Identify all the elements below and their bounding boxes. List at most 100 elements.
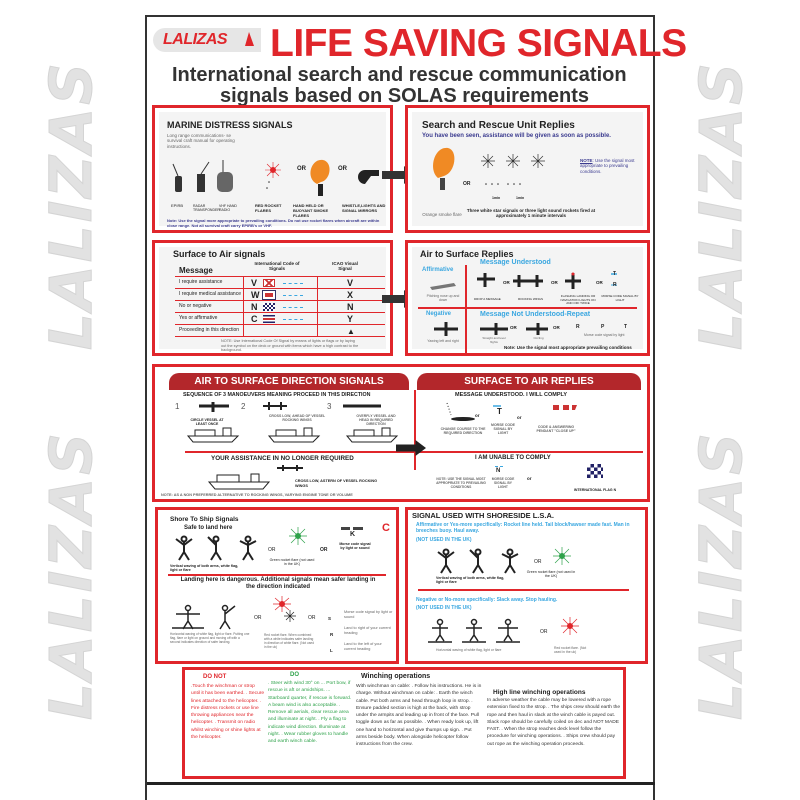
morse-l: L [330,648,333,653]
subtitle-line1: International search and rescue communic… [172,64,627,86]
replies-header: SURFACE TO AIR REPLIES [417,373,641,390]
horiz-caption: Horizontal waving of white flag, light o… [436,648,502,652]
course-change-icon [451,417,475,421]
star-signal-icon [481,154,545,168]
smoke-label: Orange smoke flare [422,212,462,217]
whistle-icon [358,170,379,184]
not-used-uk: (NOT USED IN THE UK) [416,605,472,611]
negative-caption: Yawing left and right [427,339,459,343]
plane-rocking-icon [513,275,543,287]
step-number: 1 [175,402,180,411]
flag-w-icon [262,290,276,300]
affirmative-label: Affirmative [422,267,454,273]
lsa-negative: Negative or No-more specifically: Slack … [416,597,558,603]
not-understood-item: Circling [533,336,544,340]
do-not-text: .Touch the winchman or strop until it ha… [191,684,265,741]
unable-heading: I AM UNABLE TO COMPLY [475,455,551,461]
interval-label: 1min [516,196,525,200]
red-flare-icon [561,617,579,635]
or-label: OR [553,325,560,330]
direction-panel: AIR TO SURFACE DIRECTION SIGNALS SURFACE… [152,364,650,502]
sar-note: NOTE: Use the signal most appropriate to… [580,158,635,174]
danger-label: Landing here is dangerous. Additional si… [180,577,376,591]
row-icao: Y [347,314,354,324]
ops-title: Winching operations [361,673,431,680]
plane-pitching-icon [430,283,456,290]
row-message: Proceeding in this direction [179,327,240,333]
smoke-flare-icon [433,147,455,190]
flag-n-icon [263,303,275,311]
item-vhf: VHF HAND RADIO [219,204,237,213]
understood-icons [477,272,617,289]
ops-text: With winchman on cable: . Follow his ins… [356,684,482,748]
sar-icons [433,147,545,190]
flag-c-label: C [382,522,390,534]
interval-label: 1min [492,196,501,200]
row-code: C [251,314,258,324]
arrow-right-icon [396,440,426,456]
comply-item: MORSE CODE SIGNAL BY LIGHT [491,423,515,436]
step-number: 3 [327,402,332,411]
distress-note: Note: Use the signal more appropriate to… [167,218,380,228]
bottom-rule [147,782,655,785]
wave-caption: Vertical waving of both arms, white flag… [436,576,505,585]
shoreside-lsa-panel: SIGNAL USED WITH SHORESIDE L.S.A. Affirm… [405,507,648,664]
do-not-title: DO NOT [203,674,227,680]
flag-n-icon [587,464,603,478]
or-label: OR [534,559,542,565]
not-used-uk: (NOT USED IN THE UK) [416,537,472,543]
row-message: I require assistance [179,279,223,285]
ship-icon [267,427,321,443]
safe-label: Safe to land here [184,525,233,531]
morse-r-caption: Land to right of your current heading [344,626,391,635]
surface-air-note: NOTE: Use International Code Of Signal b… [221,339,359,353]
row-message: I require medical assistance [179,291,241,297]
ship-icon [186,427,240,443]
or-label: OR [254,615,262,621]
morse-l-caption: Land to the left of your current heading [344,642,382,651]
green-flare-icon [289,527,307,545]
not-understood-icons [480,323,548,335]
step-number: 2 [241,402,246,411]
watermark: LALIZAS [37,60,106,351]
panel-title: Surface to Air signals [173,249,266,259]
panel-title: Air to Surface Replies [420,249,514,259]
or-label: or [517,415,522,420]
page-title: LIFE SAVING SIGNALS [270,22,687,65]
epirb-icon [172,163,182,192]
flag-v-icon [263,279,275,287]
surface-to-air-panel: Surface to Air signals Message Internati… [152,240,393,356]
not-understood-label: Message Not Understood-Repeat [480,311,591,318]
comply-heading: MESSAGE UNDERSTOOD. I WILL COMPLY [455,392,568,398]
morse-letter: R [576,324,580,330]
step-text: CIRCLE VESSEL AT LEAST ONCE [190,418,224,427]
smoke-flare-icon [310,159,330,196]
astern-illustration [207,465,303,490]
understood-item: FLASHING LANDING OR NAVIGATION LIGHTS ON… [560,294,596,306]
morse-caption: Morse code signal by light [584,333,625,337]
do-title: DO [290,672,299,678]
green-flare-icon [553,547,571,565]
lsa-affirmative: Affirmative or Yes-more specifically: Ro… [416,522,630,534]
item-epirb: EPIRB [171,203,184,208]
watermark: LALIZAS [687,430,756,721]
panel-title: Search and Rescue Unit Replies [422,120,575,131]
morse-s: S [328,616,332,621]
morse-line [341,527,363,530]
green-flare-caption: Green rocket flare (not used in the UK) [526,570,576,579]
winching-panel: DO NOT .Touch the winchman or strop unti… [182,667,626,779]
col-message: Message [179,266,213,275]
row-icao: ▲ [347,327,355,336]
morse-line [283,319,303,320]
morse-line [283,307,303,308]
table-row: Proceeding in this direction ▲ [175,325,385,337]
or-label: OR [510,325,517,330]
item-smoke: HAND HELD OR BUOYANT SMOKE FLARES [293,203,329,218]
sar-subtitle: You have been seen, assistance will be g… [422,133,611,139]
logo: LALIZAS [153,28,261,52]
morse-line [283,295,303,296]
morse-r: R [330,632,334,637]
